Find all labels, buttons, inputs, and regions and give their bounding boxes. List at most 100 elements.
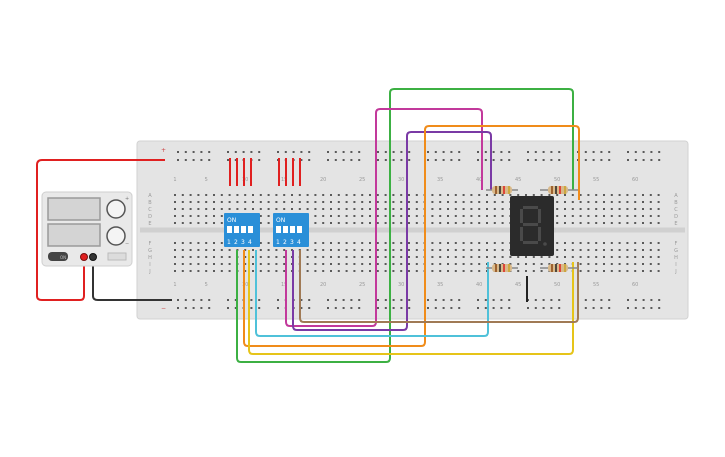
breadboard-hole[interactable] [292,151,295,153]
breadboard-hole[interactable] [634,194,637,196]
breadboard-hole[interactable] [244,256,247,258]
breadboard-hole[interactable] [227,299,229,301]
breadboard-hole[interactable] [610,263,613,265]
breadboard-hole[interactable] [361,201,364,203]
breadboard-hole[interactable] [184,307,187,309]
breadboard-hole[interactable] [600,307,603,309]
breadboard-hole[interactable] [252,194,254,196]
breadboard-hole[interactable] [376,201,379,203]
breadboard-hole[interactable] [267,249,270,251]
breadboard-hole[interactable] [327,299,329,301]
breadboard-hole[interactable] [626,256,629,258]
breadboard-hole[interactable] [369,263,371,265]
breadboard-hole[interactable] [392,201,395,203]
breadboard-hole[interactable] [220,270,223,272]
breadboard-hole[interactable] [657,201,660,203]
breadboard-hole[interactable] [234,151,237,153]
breadboard-hole[interactable] [353,270,356,272]
breadboard-hole[interactable] [493,242,496,244]
breadboard-hole[interactable] [358,307,361,309]
breadboard-hole[interactable] [267,194,270,196]
breadboard-hole[interactable] [431,242,434,244]
breadboard-hole[interactable] [484,299,487,301]
breadboard-hole[interactable] [322,249,325,251]
breadboard-hole[interactable] [571,256,574,258]
breadboard-hole[interactable] [330,194,332,196]
breadboard-hole[interactable] [361,263,364,265]
breadboard-hole[interactable] [252,270,254,272]
resistor-bottom-right[interactable] [540,264,578,272]
breadboard-hole[interactable] [258,159,261,161]
breadboard-hole[interactable] [649,270,652,272]
breadboard-hole[interactable] [447,201,449,203]
breadboard-hole[interactable] [298,194,301,196]
breadboard-hole[interactable] [205,242,208,244]
breadboard-hole[interactable] [220,208,223,210]
breadboard-hole[interactable] [431,256,434,258]
breadboard-hole[interactable] [478,201,481,203]
breadboard-hole[interactable] [376,263,379,265]
breadboard-hole[interactable] [650,159,653,161]
breadboard-hole[interactable] [244,194,247,196]
breadboard-hole[interactable] [626,215,629,217]
breadboard-hole[interactable] [350,151,353,153]
breadboard-hole[interactable] [486,222,488,224]
breadboard-hole[interactable] [350,307,353,309]
breadboard-hole[interactable] [205,249,208,251]
breadboard-hole[interactable] [431,249,434,251]
breadboard-hole[interactable] [548,256,551,258]
breadboard-hole[interactable] [415,270,418,272]
breadboard-hole[interactable] [462,208,465,210]
breadboard-hole[interactable] [486,194,488,196]
breadboard-hole[interactable] [603,256,605,258]
breadboard-hole[interactable] [252,249,254,251]
wire-cyan[interactable] [255,250,489,337]
breadboard-hole[interactable] [228,249,231,251]
breadboard-hole[interactable] [408,215,410,217]
breadboard-hole[interactable] [306,194,309,196]
breadboard-hole[interactable] [408,299,411,301]
breadboard-hole[interactable] [434,159,437,161]
breadboard-hole[interactable] [431,215,434,217]
breadboard-hole[interactable] [252,201,254,203]
breadboard-hole[interactable] [634,159,637,161]
breadboard-hole[interactable] [384,307,387,309]
breadboard-hole[interactable] [450,299,453,301]
breadboard-hole[interactable] [275,208,278,210]
breadboard-hole[interactable] [527,307,529,309]
breadboard-hole[interactable] [595,242,598,244]
breadboard-hole[interactable] [392,151,395,153]
breadboard-hole[interactable] [392,208,395,210]
breadboard-hole[interactable] [634,151,637,153]
breadboard-hole[interactable] [525,270,527,272]
breadboard-hole[interactable] [527,151,529,153]
breadboard-hole[interactable] [595,270,598,272]
breadboard-hole[interactable] [174,249,176,251]
breadboard-hole[interactable] [439,201,442,203]
breadboard-hole[interactable] [345,263,348,265]
breadboard-hole[interactable] [634,263,637,265]
breadboard-hole[interactable] [306,208,309,210]
breadboard-hole[interactable] [564,222,566,224]
dip-1-toggle-3[interactable] [241,226,246,233]
breadboard-hole[interactable] [298,208,301,210]
dip-switch-2[interactable]: ON 1 2 3 4 [273,213,309,247]
breadboard-hole[interactable] [314,242,317,244]
breadboard-hole[interactable] [571,208,574,210]
breadboard-hole[interactable] [548,194,551,196]
breadboard-hole[interactable] [642,201,644,203]
breadboard-hole[interactable] [626,201,629,203]
breadboard-hole[interactable] [275,194,278,196]
breadboard-hole[interactable] [484,151,487,153]
breadboard-hole[interactable] [540,263,543,265]
breadboard-hole[interactable] [322,194,325,196]
breadboard-hole[interactable] [234,299,237,301]
breadboard-hole[interactable] [447,194,449,196]
breadboard-hole[interactable] [337,249,340,251]
breadboard-hole[interactable] [200,299,203,301]
wire-green[interactable] [236,88,574,363]
breadboard-hole[interactable] [236,208,239,210]
breadboard-hole[interactable] [384,263,387,265]
breadboard-hole[interactable] [534,299,537,301]
breadboard-hole[interactable] [300,307,303,309]
